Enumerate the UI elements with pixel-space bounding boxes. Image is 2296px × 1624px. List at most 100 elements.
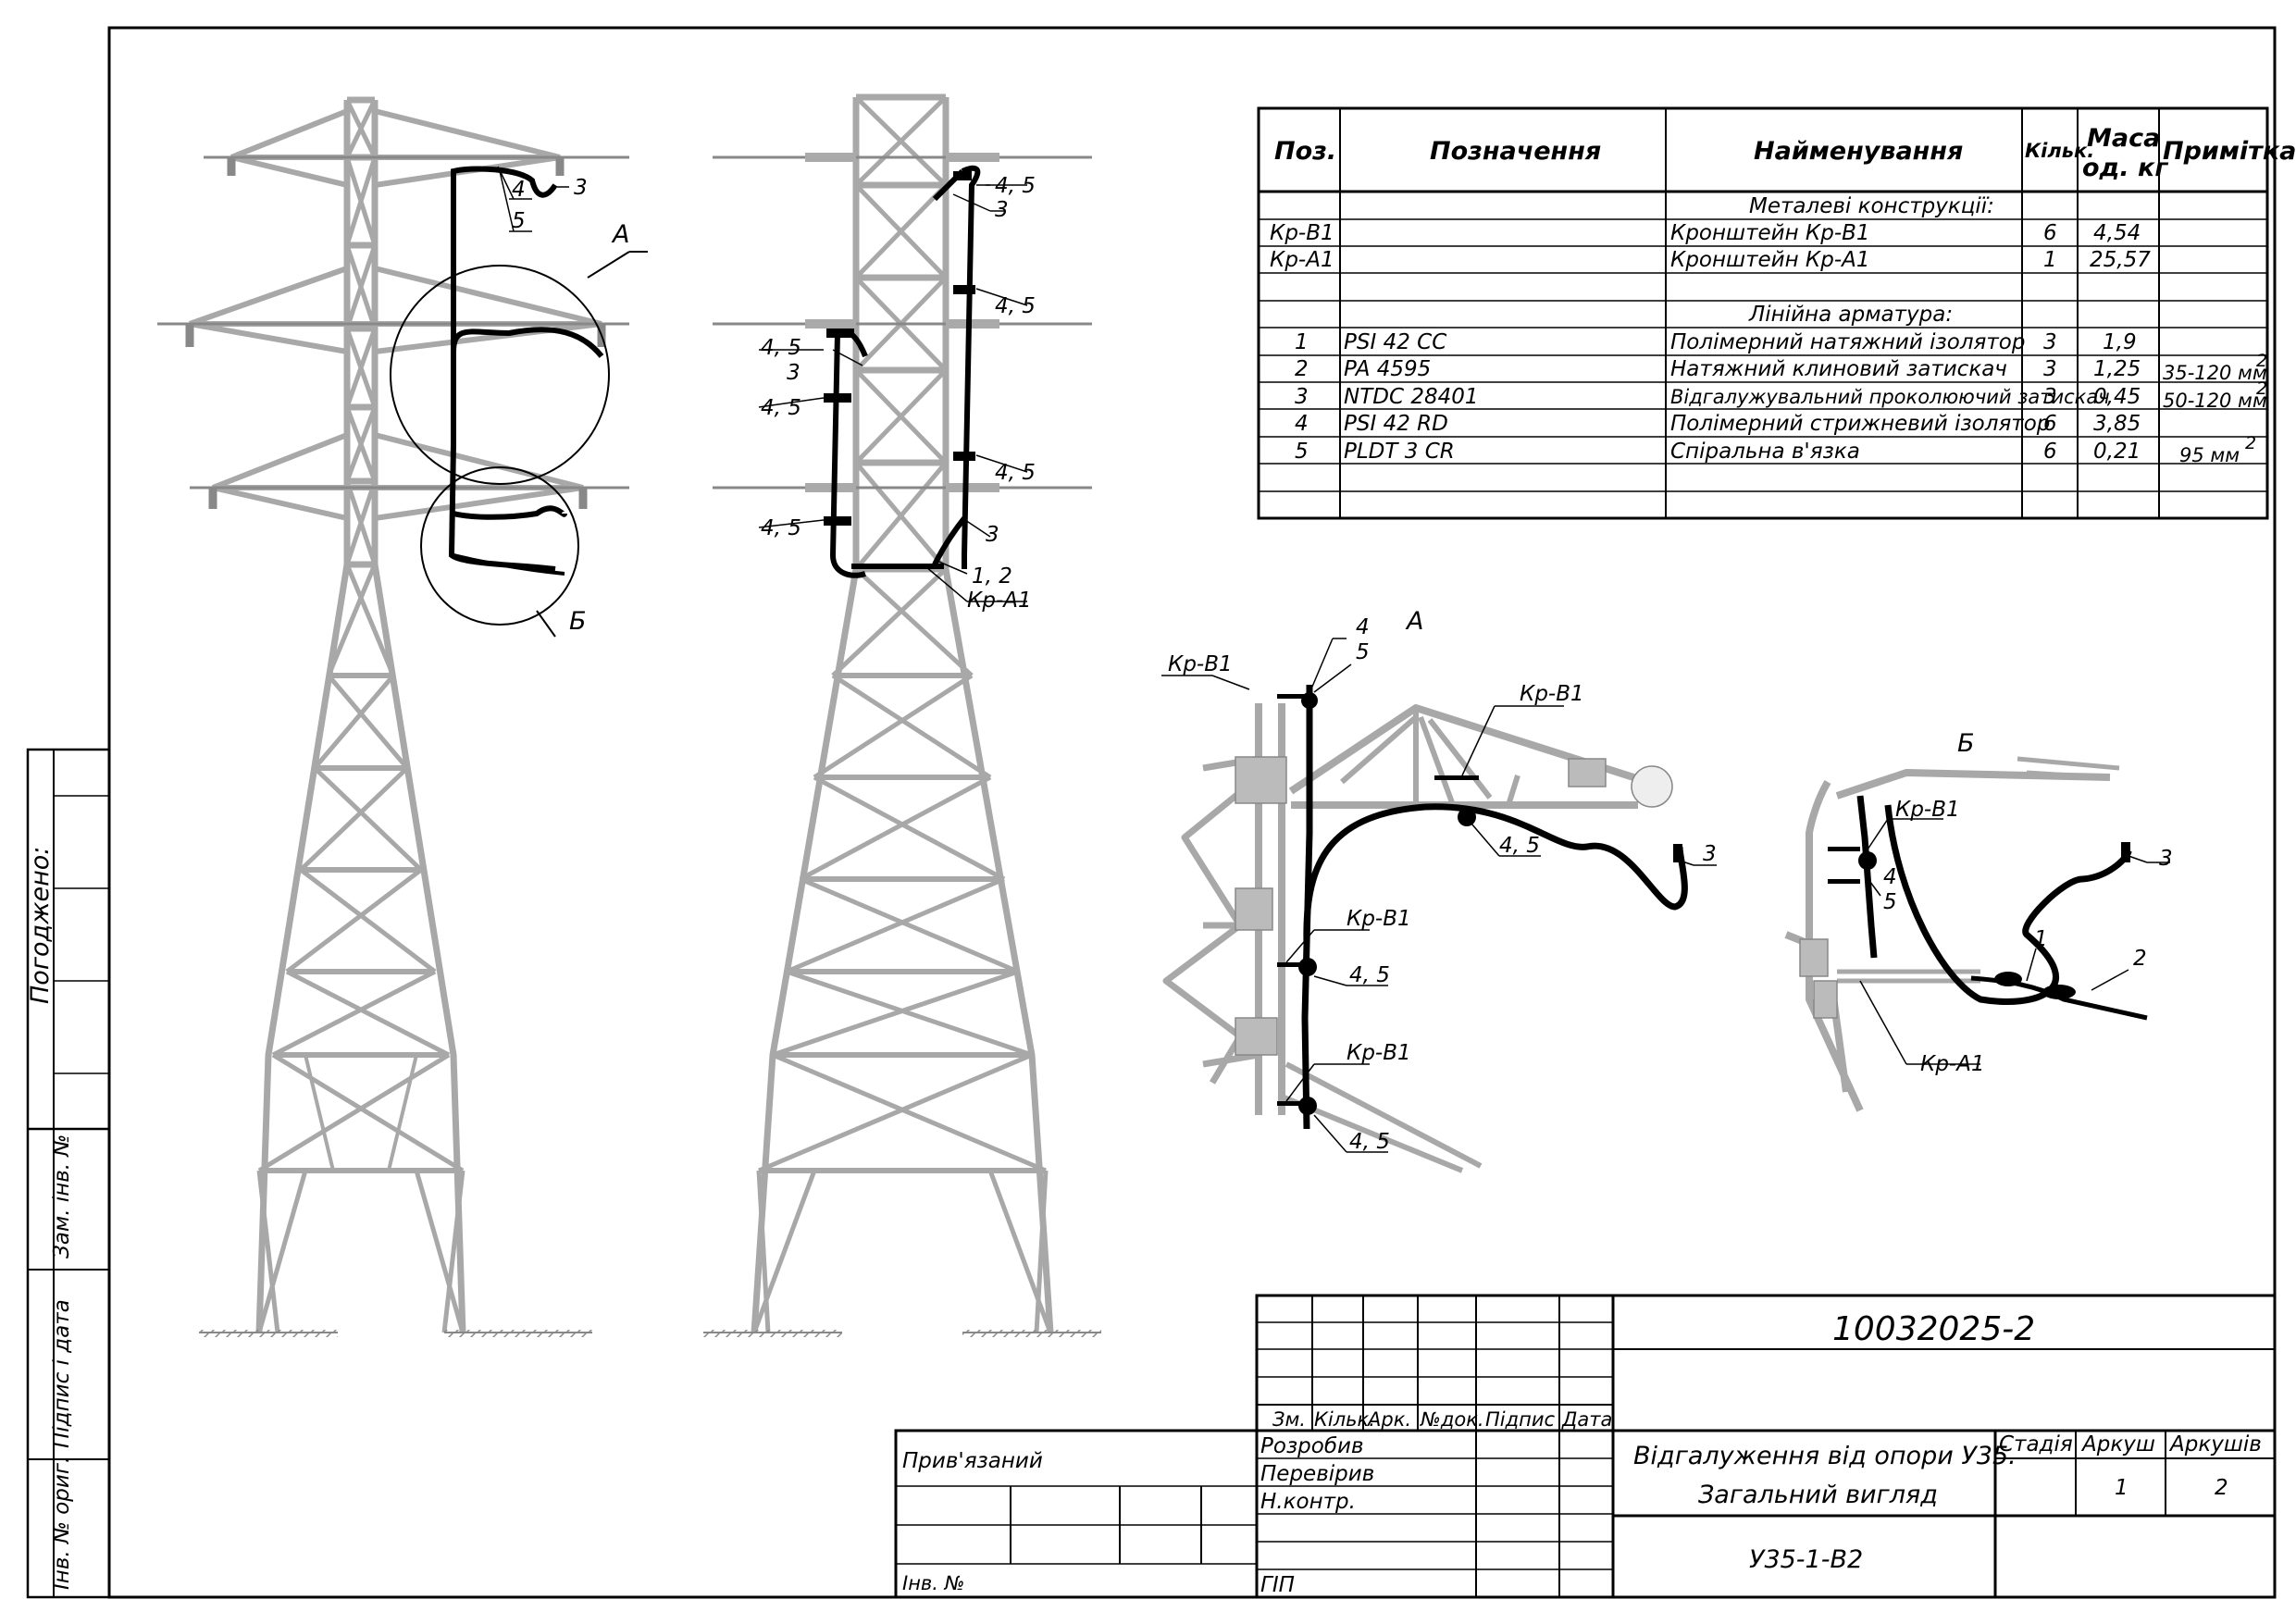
spec-header-designation: Позначення (1430, 137, 1601, 166)
spec-section-title: Металеві конструкції: (1749, 194, 1994, 218)
tower-side-conductors (713, 153, 1092, 492)
title-block-text: 10032025-2 Зм. Кільк. Арк. №док. Підпис … (902, 1310, 2262, 1597)
spec-cell-mass: 4,54 (2093, 221, 2141, 245)
detail-a-title: А (1405, 607, 1423, 636)
spec-header-pos: Поз. (1274, 137, 1336, 166)
detail-a-callout-5: 5 (1356, 640, 1370, 664)
spec-cell-note: 35-120 мм (2163, 362, 2267, 384)
tower-side-callout-3-low: 3 (986, 523, 999, 547)
tower-side-callout-12: 1, 2 (972, 564, 1012, 589)
spec-cell-designation: NTDC 28401 (1344, 385, 1479, 409)
side-stamp-orig-inv: Інв. № ориг. (50, 1457, 74, 1590)
title-line-2: Загальний вигляд (1698, 1481, 1938, 1509)
spec-cell-name: Полімерний натяжний ізолятор (1670, 330, 2025, 354)
tower-side-callout-45-low: 4, 5 (995, 461, 1036, 485)
spec-cell-pos: 1 (1295, 330, 1309, 354)
tower-side-callout-45-left2: 4, 5 (761, 396, 801, 420)
tower-side-view (703, 93, 1101, 1337)
col-header-date: Дата (1561, 1408, 1612, 1431)
spec-cell-mass: 3,85 (2093, 412, 2141, 436)
detail-a: А Кр-В1 4 5 Кр-В1 4, 5 3 Кр-В1 4, 5 Кр-В… (1161, 607, 1717, 1173)
spec-cell-mass: 25,57 (2090, 248, 2151, 272)
detail-a-callout-3: 3 (1703, 842, 1717, 866)
side-stamp-sign-date: Підпис і дата (50, 1299, 74, 1448)
role-norm-control: Н.контр. (1260, 1490, 1356, 1514)
role-developed: Розробив (1260, 1434, 1364, 1458)
spec-cell-mass: 0,45 (2093, 385, 2141, 409)
spec-cell-note-superscript: 2 (2245, 433, 2256, 453)
spec-cell-name: Полімерний стрижневий ізолятор (1670, 412, 2050, 436)
col-header-qty: Кільк. (1314, 1408, 1375, 1431)
detail-b-callout-5: 5 (1883, 890, 1897, 914)
drawing-code: У35-1-В2 (1749, 1545, 1863, 1574)
spec-header-mass-top: Маса (2087, 124, 2160, 153)
spec-header-qty: Кільк. (2025, 140, 2094, 162)
tower-front-callout-3: 3 (574, 176, 588, 200)
sheets-label: Аркушів (2168, 1432, 2262, 1457)
spec-cell-name: Спіральна в'язка (1670, 440, 1860, 464)
detail-a-callout-krb1-3: Кр-В1 (1347, 907, 1411, 931)
spec-cell-note-superscript: 2 (2256, 351, 2267, 371)
detail-b-callout-kra1: Кр-А1 (1920, 1052, 1985, 1076)
spec-header-name: Найменування (1754, 137, 1963, 166)
tower-front-callout-5: 5 (512, 209, 526, 233)
role-gip: ГІП (1260, 1573, 1295, 1597)
doc-code: 10032025-2 (1832, 1310, 2035, 1348)
tower-side-callout-45-top: 4, 5 (995, 174, 1036, 198)
tower-side-callout-kra1: Кр-А1 (967, 589, 1032, 613)
tower-front-view-a-label: А (611, 220, 629, 249)
tower-side-insulators (824, 171, 975, 526)
spec-header-mass-bottom: од. кг (2082, 154, 2168, 182)
detail-a-callout-45-2: 4, 5 (1349, 963, 1390, 987)
spec-row: Кр-А1 Кронштейн Кр-А1 1 25,57 (1270, 248, 2151, 272)
tower-side-leaders (758, 184, 1028, 602)
spec-cell-pos: 4 (1295, 412, 1309, 436)
inv-no-label: Інв. № (902, 1572, 965, 1594)
spec-cell-mass: 1,25 (2093, 357, 2141, 381)
spec-cell-note: 95 мм (2179, 444, 2240, 466)
sheets-value: 2 (2215, 1476, 2228, 1500)
spec-cell-designation: PSI 42 CC (1344, 330, 1446, 354)
spec-header-note: Примітка (2163, 137, 2296, 166)
spec-cell-qty: 6 (2043, 440, 2057, 464)
detail-a-callout-krb1-4: Кр-В1 (1347, 1041, 1411, 1065)
side-stamp: Погоджено: Зам. інв. № Підпис і дата Інв… (26, 847, 74, 1590)
detail-b-callout-1: 1 (2034, 927, 2048, 951)
spec-cell-qty: 3 (2043, 330, 2057, 354)
spec-cell-pos: Кр-А1 (1270, 248, 1334, 272)
specification-body: Металеві конструкції: Кр-В1 Кронштейн Кр… (1270, 194, 2267, 466)
tower-front-details (390, 166, 648, 638)
spec-cell-qty: 6 (2043, 412, 2057, 436)
detail-a-callout-krb1-1: Кр-В1 (1168, 652, 1233, 676)
spec-cell-name: Кронштейн Кр-В1 (1670, 221, 1870, 245)
spec-cell-designation: PSI 42 RD (1344, 412, 1448, 436)
tower-side-branch-cable (829, 165, 981, 578)
tower-side-callout-45-left3: 4, 5 (761, 516, 801, 540)
spec-cell-name: Кронштейн Кр-А1 (1670, 248, 1870, 272)
detail-b-callout-2: 2 (2133, 947, 2147, 971)
tower-side-callout-3-top: 3 (995, 198, 1009, 222)
spec-cell-pos: 5 (1295, 440, 1309, 464)
spec-row: 1 PSI 42 CC Полімерний натяжний ізолятор… (1295, 330, 2137, 354)
detail-b-title: Б (1957, 729, 1975, 758)
spec-row: 4 PSI 42 RD Полімерний стрижневий ізолят… (1295, 412, 2141, 436)
side-stamp-agreed: Погоджено: (26, 847, 55, 1004)
spec-section-title: Лінійна арматура: (1748, 303, 1953, 327)
bound-label: Прив'язаний (902, 1449, 1043, 1473)
spec-cell-qty: 3 (2043, 357, 2057, 381)
detail-a-callout-4: 4 (1356, 615, 1370, 639)
specification-header: Поз. Позначення Найменування Кільк. Маса… (1274, 124, 2296, 182)
spec-cell-pos: 2 (1295, 357, 1309, 381)
detail-b-callout-krb1: Кр-В1 (1895, 798, 1960, 822)
col-header-signature: Підпис (1485, 1408, 1556, 1431)
tower-front-callout-4: 4 (512, 178, 526, 202)
side-stamp-replaced-inv: Зам. інв. № (50, 1134, 74, 1258)
spec-cell-qty: 6 (2043, 221, 2057, 245)
detail-b-callout-4: 4 (1883, 865, 1897, 889)
detail-b-callout-3: 3 (2159, 847, 2173, 871)
tower-front-branch-cable (448, 166, 604, 576)
specification-table (1257, 106, 2269, 520)
detail-a-callout-krb1-2: Кр-В1 (1520, 682, 1584, 706)
spec-cell-pos: 3 (1295, 385, 1309, 409)
